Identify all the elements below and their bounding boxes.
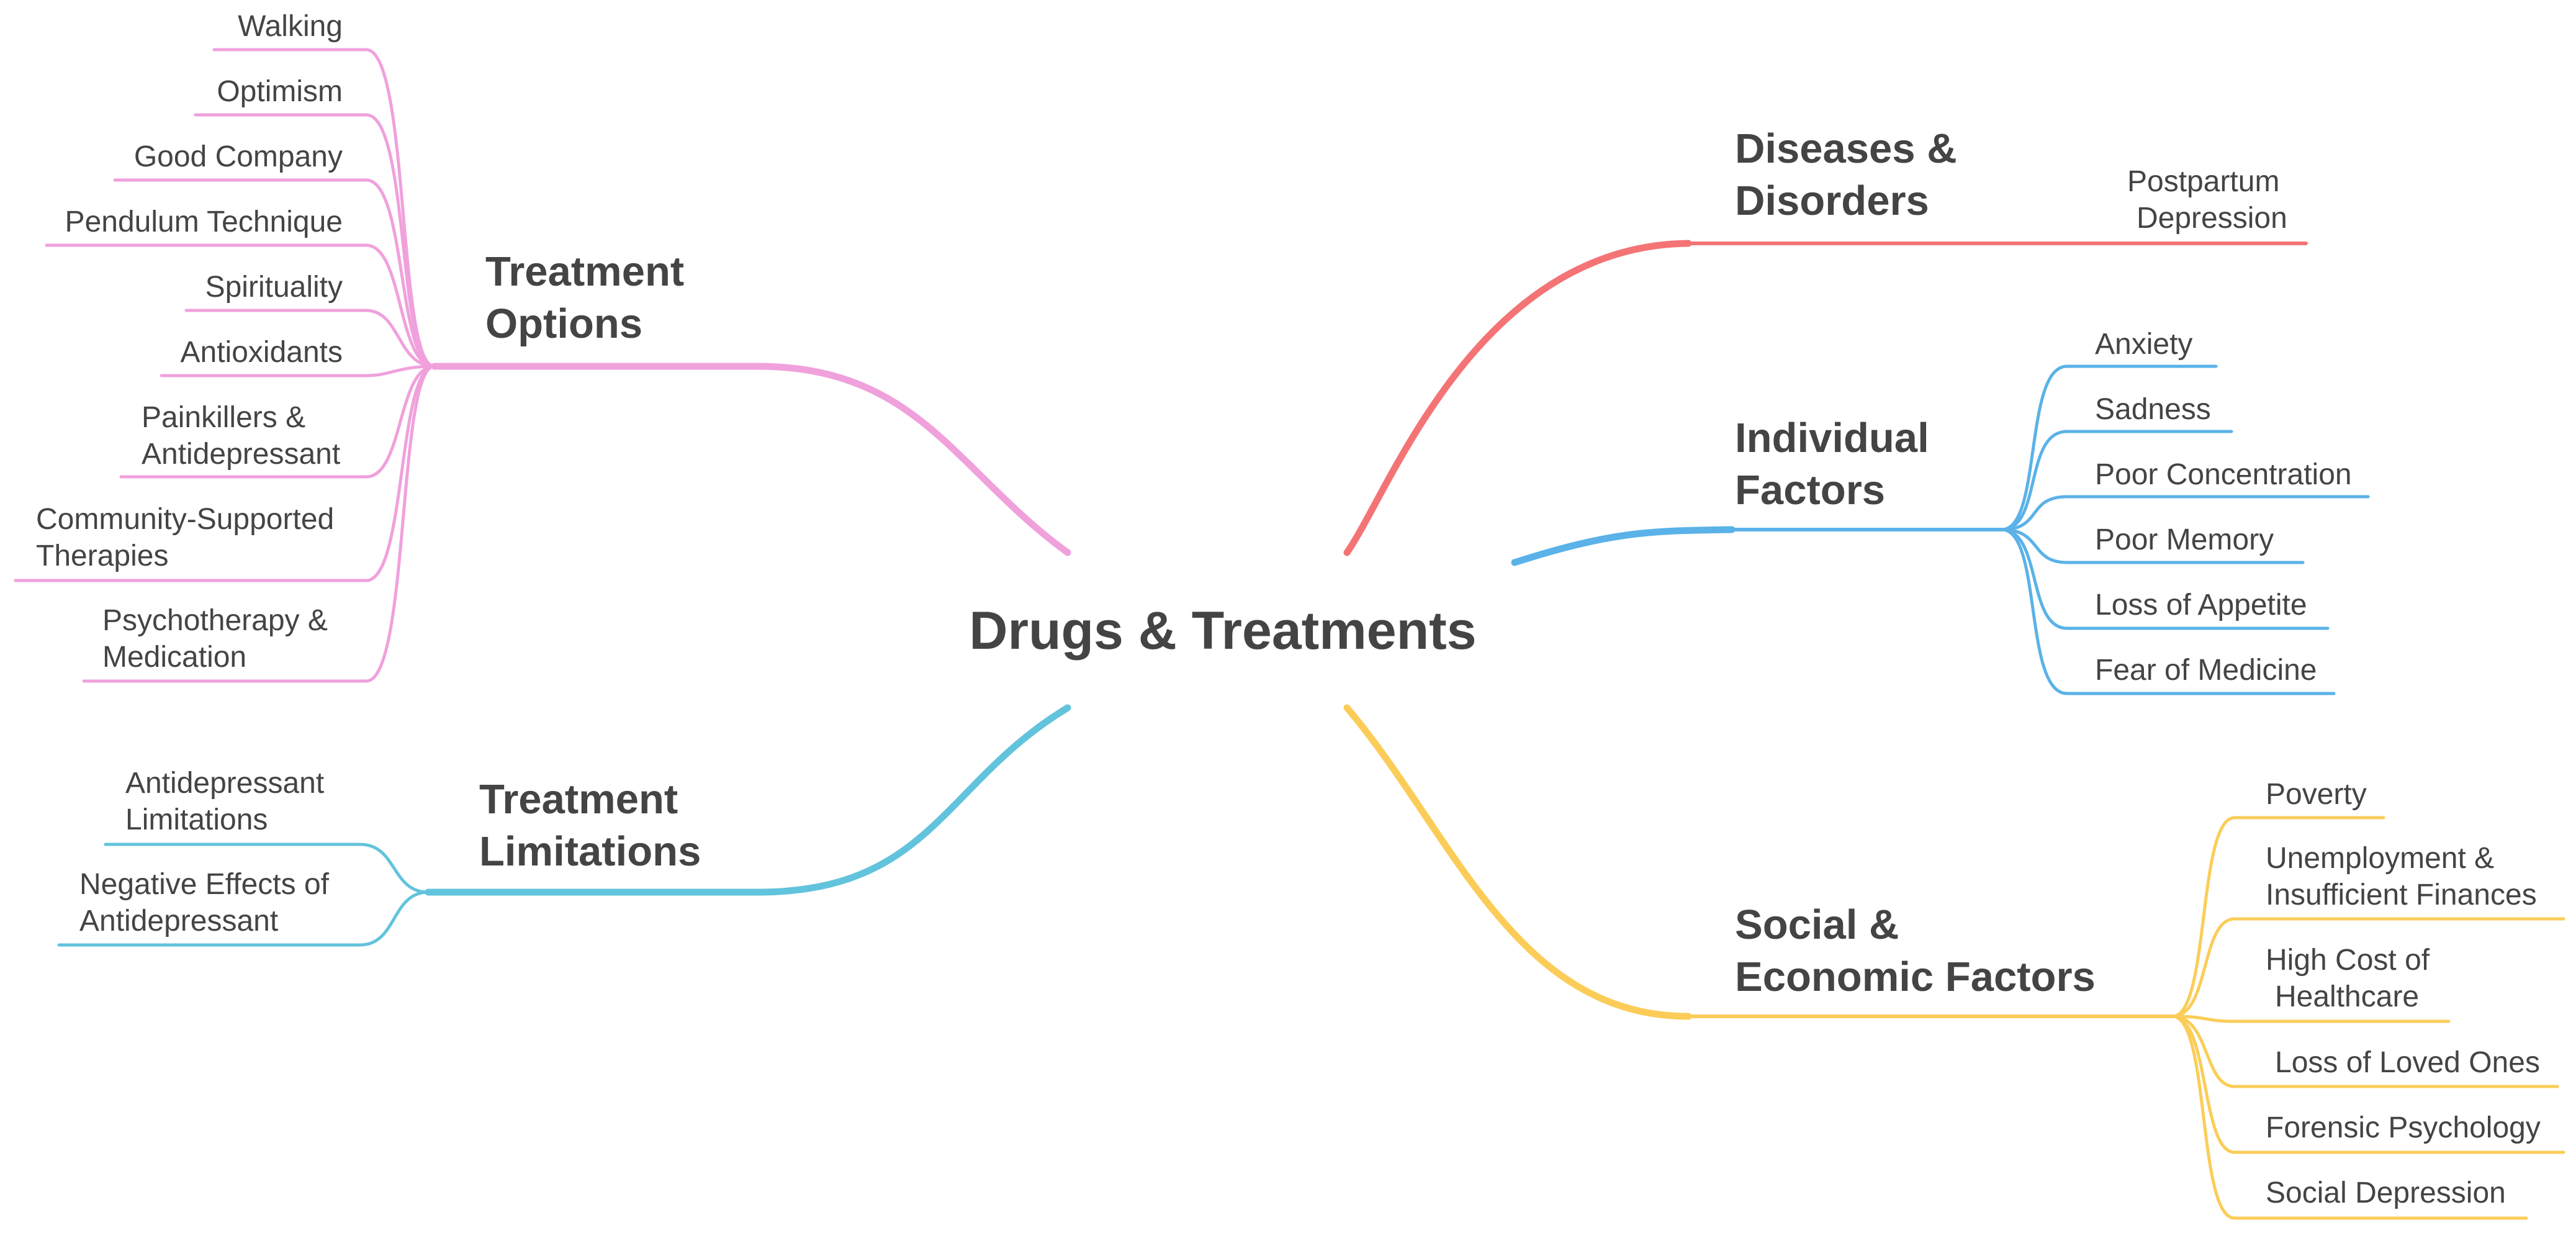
leaf-poverty: Poverty: [2266, 778, 2367, 811]
leaf-connectors-limitations: [57, 843, 430, 947]
leaf-connectors-individual: [2000, 364, 2370, 695]
branch-social-label: Social & Economic Factors: [1735, 901, 2096, 1000]
leaf-psychotherapy-medication: Psychotherapy & Medication: [102, 604, 336, 674]
leaf-fear-of-medicine: Fear of Medicine: [2095, 654, 2317, 687]
connector-individual: [1511, 526, 1736, 566]
leaf-community-therapies: Community-Supported Therapies: [36, 503, 343, 572]
leaf-social-depression: Social Depression: [2266, 1177, 2506, 1209]
leaf-forensic-psychology: Forensic Psychology: [2266, 1111, 2541, 1144]
connector-social: [1343, 704, 1692, 1020]
branch-individual-label: Individual Factors: [1735, 415, 1940, 513]
leaf-unemployment: Unemployment & Insufficient Finances: [2266, 842, 2537, 911]
leaf-poor-memory: Poor Memory: [2095, 523, 2274, 556]
branch-limitations-label: Treatment Limitations: [479, 776, 701, 875]
leaf-loss-of-appetite: Loss of Appetite: [2095, 589, 2307, 621]
connector-diseases: [1343, 240, 1692, 556]
connector-limitations: [425, 704, 1071, 896]
leaf-painkillers-antidepressant: Painkillers & Antidepressant: [142, 401, 340, 471]
leaf-connectors-social: [2171, 816, 2565, 1220]
leaf-spirituality: Spirituality: [205, 271, 343, 304]
leaf-loss-of-loved-ones: Loss of Loved Ones: [2275, 1046, 2540, 1079]
leaf-high-cost-healthcare: High Cost of Healthcare: [2266, 944, 2438, 1013]
leaf-negative-effects: Negative Effects of Antidepressant: [79, 868, 337, 938]
leaf-good-company: Good Company: [134, 140, 343, 173]
leaf-postpartum-depression: Postpartum Depression: [2127, 165, 2288, 235]
branch-diseases-label: Diseases & Disorders: [1735, 125, 1968, 224]
leaf-connectors-options: [14, 48, 436, 683]
leaf-poor-concentration: Poor Concentration: [2095, 458, 2352, 491]
leaf-anxiety: Anxiety: [2095, 328, 2192, 361]
central-topic: Drugs & Treatments: [969, 601, 1476, 661]
connector-options: [431, 363, 1071, 556]
leaf-walking: Walking: [238, 10, 343, 43]
leaf-antioxidants: Antioxidants: [181, 336, 343, 369]
leaf-antidepressant-limitations: Antidepressant Limitations: [125, 767, 333, 836]
branch-options-label: Treatment Options: [485, 248, 696, 347]
leaf-pendulum-technique: Pendulum Technique: [65, 206, 343, 238]
leaf-optimism: Optimism: [217, 75, 343, 108]
leaf-sadness: Sadness: [2095, 393, 2211, 426]
